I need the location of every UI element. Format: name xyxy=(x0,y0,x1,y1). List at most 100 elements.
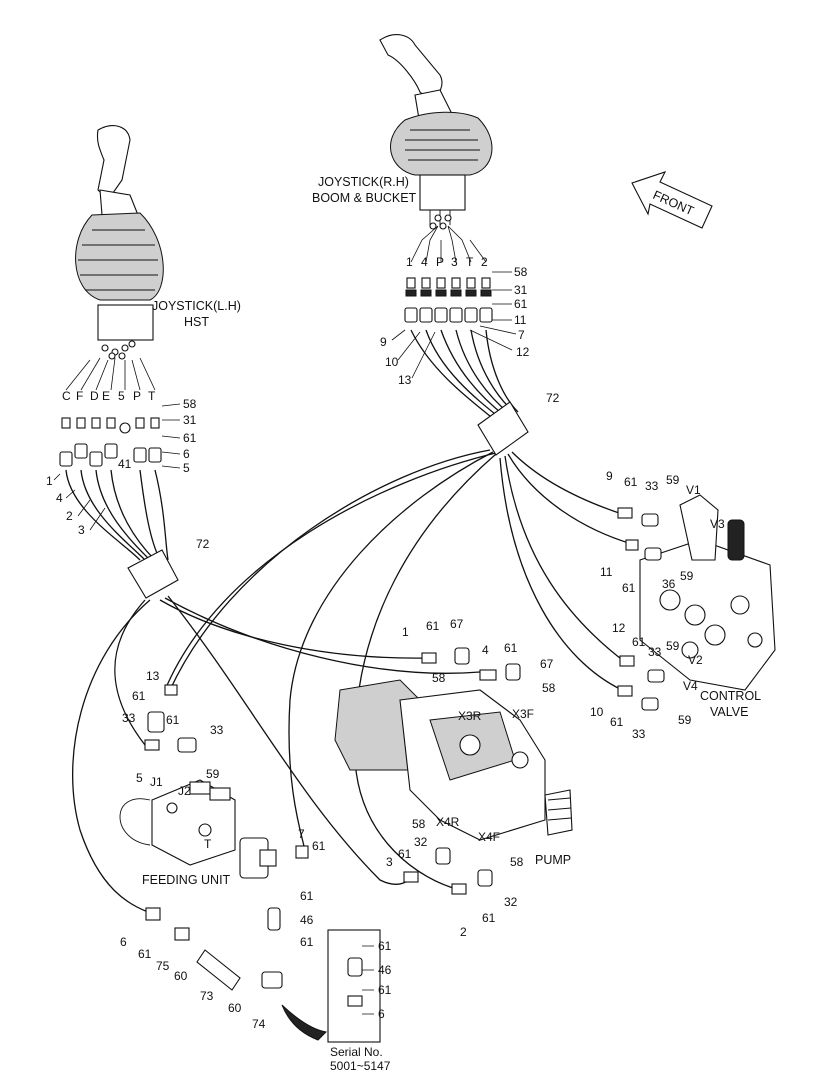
callout-rh-72: 72 xyxy=(546,391,560,405)
band-72-rh xyxy=(477,401,529,456)
callout-cv-10: 10 xyxy=(590,705,604,719)
callout-p-2: 2 xyxy=(460,925,467,939)
callout-p-58b: 58 xyxy=(542,681,556,695)
callout-lh-4: 4 xyxy=(56,491,63,505)
callout-p-58a: 58 xyxy=(432,671,446,685)
callout-rh-7: 7 xyxy=(518,328,525,342)
callout-p-67a: 67 xyxy=(450,617,464,631)
callout-lh-41: 41 xyxy=(118,457,132,471)
pump xyxy=(334,647,573,895)
callout-f-33a: 33 xyxy=(122,711,136,725)
callout-lh-2: 2 xyxy=(66,509,73,523)
callout-cv-59a: 59 xyxy=(666,473,680,487)
control-valve xyxy=(617,494,776,711)
port-v3: V3 xyxy=(710,517,725,531)
callout-f-61e: 61 xyxy=(138,947,152,961)
callout-cv-33a: 33 xyxy=(645,479,659,493)
callout-f-74: 74 xyxy=(252,1017,266,1031)
callout-rh-61: 61 xyxy=(514,297,528,311)
callout-f-5: 5 xyxy=(136,771,143,785)
lh-port-p: P xyxy=(133,389,141,403)
lh-port-5: 5 xyxy=(118,389,125,403)
callout-f-61a: 61 xyxy=(132,689,146,703)
callout-rh-58: 58 xyxy=(514,265,528,279)
callout-f-6: 6 xyxy=(120,935,127,949)
callout-lh-58: 58 xyxy=(183,397,197,411)
rh-port-fittings xyxy=(391,225,517,379)
callout-lh-72: 72 xyxy=(196,537,210,551)
callout-cv-61c: 61 xyxy=(632,635,646,649)
callout-p-3: 3 xyxy=(386,855,393,869)
callout-f-13: 13 xyxy=(146,669,160,683)
control-valve-subtitle: VALVE xyxy=(710,705,748,719)
port-x3r: X3R xyxy=(458,709,482,723)
callout-p-7: 7 xyxy=(298,827,305,841)
port-x4r: X4R xyxy=(436,815,460,829)
rh-port-t: T xyxy=(466,255,474,269)
joystick-lh-subtitle: HST xyxy=(184,315,209,329)
port-v2: V2 xyxy=(688,653,703,667)
port-j1: J1 xyxy=(150,775,163,789)
callout-f-75: 75 xyxy=(156,959,170,973)
callout-f-33b: 33 xyxy=(210,723,224,737)
callout-s-6: 6 xyxy=(378,1007,385,1021)
callout-lh-1: 1 xyxy=(46,474,53,488)
lh-port-d: D xyxy=(90,389,99,403)
feeding-unit-label: FEEDING UNIT xyxy=(142,873,231,887)
callout-cv-59b: 59 xyxy=(680,569,694,583)
control-valve-title: CONTROL xyxy=(700,689,761,703)
port-x3f: X3F xyxy=(512,707,534,721)
lh-port-t: T xyxy=(148,389,156,403)
joystick-rh-subtitle: BOOM & BUCKET xyxy=(312,191,417,205)
feeding-unit xyxy=(119,684,309,991)
callout-p-61d: 61 xyxy=(482,911,496,925)
callout-p-32a: 32 xyxy=(414,835,428,849)
serial-inset xyxy=(281,929,381,1043)
callout-f-59: 59 xyxy=(206,767,220,781)
callout-p-4: 4 xyxy=(482,643,489,657)
callout-rh-31: 31 xyxy=(514,283,528,297)
callout-cv-11: 11 xyxy=(600,565,613,579)
callout-lh-3: 3 xyxy=(78,523,85,537)
callout-rh-13: 13 xyxy=(398,373,412,387)
callout-p-58d: 58 xyxy=(510,855,524,869)
pump-label: PUMP xyxy=(535,853,571,867)
callout-p-1: 1 xyxy=(402,625,409,639)
callout-rh-12: 12 xyxy=(516,345,530,359)
callout-f-60a: 60 xyxy=(174,969,188,983)
callout-f-61b: 61 xyxy=(166,713,180,727)
callout-f-73: 73 xyxy=(200,989,214,1003)
rh-port-3: 3 xyxy=(451,255,458,269)
band-72-lh xyxy=(127,549,179,599)
joystick-lh xyxy=(75,125,164,360)
callout-lh-6: 6 xyxy=(183,447,190,461)
callout-lh-31: 31 xyxy=(183,413,197,427)
lh-port-e: E xyxy=(102,389,110,403)
callout-cv-33b: 33 xyxy=(648,645,662,659)
rh-port-p: P xyxy=(436,255,444,269)
callout-f-61d: 61 xyxy=(300,935,314,949)
lh-port-f: F xyxy=(76,389,83,403)
callout-p-61b: 61 xyxy=(504,641,518,655)
joystick-rh xyxy=(379,34,493,230)
callout-s-61b: 61 xyxy=(378,983,392,997)
callout-s-46: 46 xyxy=(378,963,392,977)
callout-cv-59c: 59 xyxy=(666,639,680,653)
port-v1: V1 xyxy=(686,483,701,497)
callout-p-58c: 58 xyxy=(412,817,426,831)
lh-port-c: C xyxy=(62,389,71,403)
port-v4: V4 xyxy=(683,679,698,693)
callout-cv-61b: 61 xyxy=(622,581,636,595)
callout-rh-9: 9 xyxy=(380,335,387,349)
callout-s-61a: 61 xyxy=(378,939,392,953)
callout-p-61a: 61 xyxy=(426,619,440,633)
callout-p-32b: 32 xyxy=(504,895,518,909)
callout-rh-11: 11 xyxy=(514,313,527,327)
callout-p-61c: 61 xyxy=(398,847,412,861)
callout-rh-10: 10 xyxy=(385,355,399,369)
callout-f-60b: 60 xyxy=(228,1001,242,1015)
callout-cv-36: 36 xyxy=(662,577,676,591)
joystick-lh-title: JOYSTICK(L.H) xyxy=(152,299,241,313)
callout-cv-33c: 33 xyxy=(632,727,646,741)
